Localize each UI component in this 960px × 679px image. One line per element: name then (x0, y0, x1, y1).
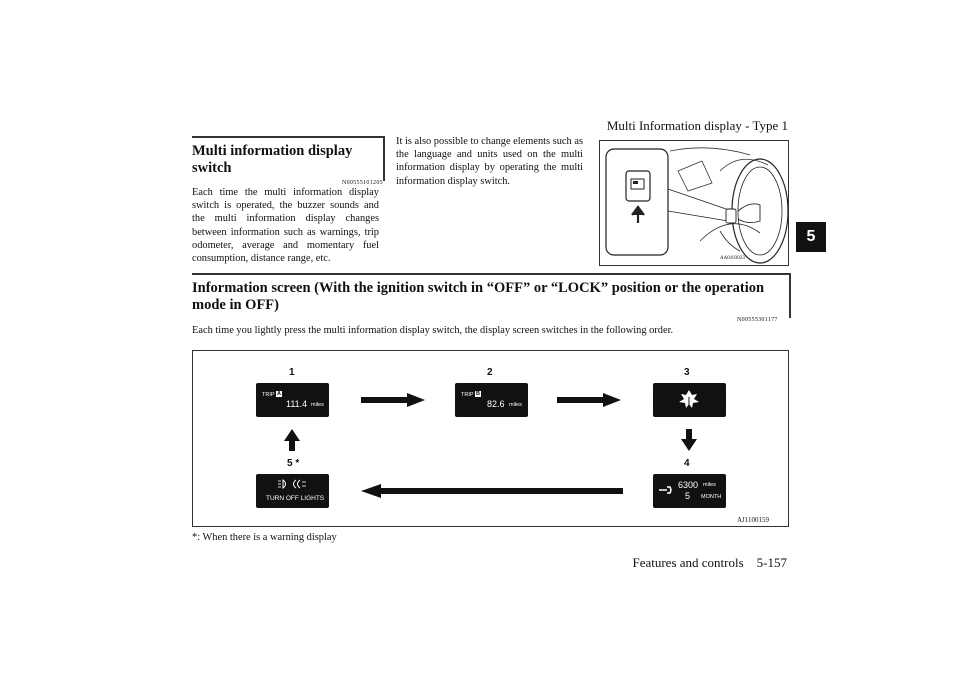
service-distance-unit: miles (703, 482, 716, 488)
trip-unit: miles (509, 402, 522, 408)
headlight-icon (278, 478, 306, 490)
screen-service-reminder: 6300 miles 5 MONTH (653, 474, 726, 508)
arrow-right-2-to-3 (557, 393, 621, 407)
paragraph-settings: It is also possible to change elements s… (396, 136, 583, 187)
service-distance-value: 6300 (678, 480, 699, 490)
step-label-5: 5 * (287, 458, 300, 469)
section-heading-switch: Multi information display switch (192, 136, 385, 181)
diagram-code: AJ1100159 (737, 516, 770, 524)
section-heading-information-screen: Information screen (With the ignition sw… (192, 273, 791, 318)
trip-value: 82.6 (487, 399, 505, 409)
section-code: N00555301177 (737, 317, 778, 323)
step-label-2: 2 (487, 367, 493, 378)
section-tab: 5 (796, 222, 826, 252)
arrow-right-1-to-2 (361, 393, 425, 407)
footnote: *: When there is a warning display (192, 532, 337, 543)
trip-value: 111.4 (286, 399, 308, 409)
screen-trip-a: TRIP A 111.4 miles (256, 383, 329, 417)
paragraph-switch: Each time the multi information display … (192, 187, 379, 265)
trip-unit: miles (311, 402, 324, 408)
illustration-code: AA0103023 (720, 256, 745, 261)
page-footer: Features and controls 5-157 (632, 555, 787, 570)
arrow-down-3-to-4 (681, 429, 697, 451)
section-code: N00555101205 (342, 180, 383, 186)
turn-off-lights-text: TURN OFF LIGHTS (266, 495, 325, 502)
screen-eco (653, 383, 726, 417)
dashboard-drawing (605, 147, 789, 264)
eco-leaf-icon (679, 390, 699, 410)
paragraph-order: Each time you lightly press the multi in… (192, 325, 674, 336)
step-label-1: 1 (289, 367, 295, 378)
service-month-unit: MONTH (701, 494, 722, 500)
service-month-value: 5 (685, 491, 691, 501)
sequence-arrows (284, 393, 697, 498)
step-label-3: 3 (684, 367, 690, 378)
trip-badge: A (276, 391, 282, 397)
dashboard-illustration (599, 140, 789, 266)
step-label-4: 4 (684, 458, 690, 469)
trip-label: TRIP (461, 392, 474, 398)
screen-turn-off-lights: TURN OFF LIGHTS (256, 474, 329, 508)
display-sequence-diagram: 1 2 3 4 5 * TRIP A 111.4 miles TRIP B 82… (192, 350, 789, 527)
trip-label: TRIP (262, 392, 275, 398)
arrow-up-5-to-1 (284, 429, 300, 451)
arrow-left-4-to-1 (361, 484, 623, 498)
wrench-icon (659, 486, 672, 494)
screen-trip-b: TRIP B 82.6 miles (455, 383, 528, 417)
trip-badge: B (475, 391, 481, 397)
page-header: Multi Information display - Type 1 (606, 118, 788, 133)
